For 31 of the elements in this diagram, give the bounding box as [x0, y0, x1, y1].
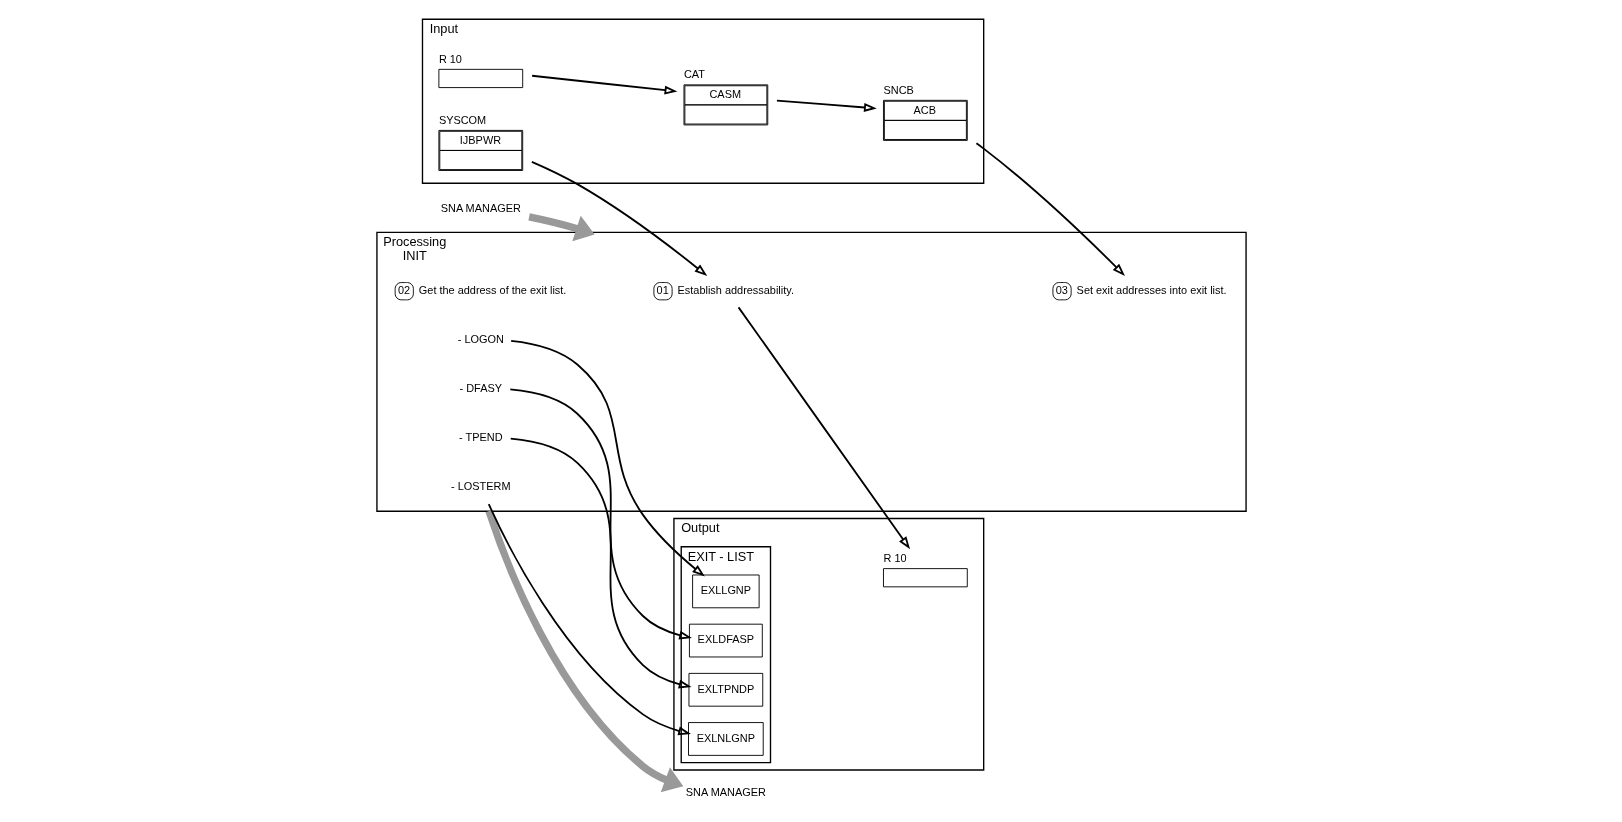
arrow — [508, 388, 692, 640]
node-box — [437, 68, 523, 89]
node-box — [882, 568, 968, 588]
node-label: R 10 — [882, 551, 907, 564]
node-label: R 10 — [438, 52, 462, 65]
node-label: CAT — [683, 68, 705, 81]
arrow — [484, 510, 683, 793]
node-label: Establish addressability. — [677, 284, 794, 297]
arrow — [775, 99, 877, 112]
arrow — [509, 339, 705, 577]
arrow — [975, 142, 1125, 276]
node-text: SNA MANAGER — [440, 201, 521, 214]
arrow — [737, 306, 910, 550]
node-box: EXLLGNP — [691, 574, 760, 609]
node-text: - TPEND — [458, 431, 503, 444]
node-label: SYSCOM — [438, 113, 486, 126]
node-box: EXLDFASP — [688, 623, 763, 658]
node-box: EXLTPNDP — [688, 672, 763, 707]
node-label: Get the address of the exit list. — [418, 284, 566, 297]
arrow — [509, 437, 692, 689]
node-text: - LOGON — [457, 332, 504, 345]
node-label: SNCB — [882, 83, 914, 96]
arrow — [530, 160, 707, 277]
arrow — [527, 213, 595, 242]
node-text: - DFASY — [459, 381, 502, 394]
node-text: - LOSTERM — [450, 480, 511, 493]
node-box: EXLNLGNP — [687, 722, 764, 756]
node-text: SNA MANAGER — [685, 786, 766, 799]
node-label: Set exit addresses into exit list. — [1076, 284, 1227, 297]
arrow — [530, 74, 677, 95]
arrow — [487, 503, 691, 736]
